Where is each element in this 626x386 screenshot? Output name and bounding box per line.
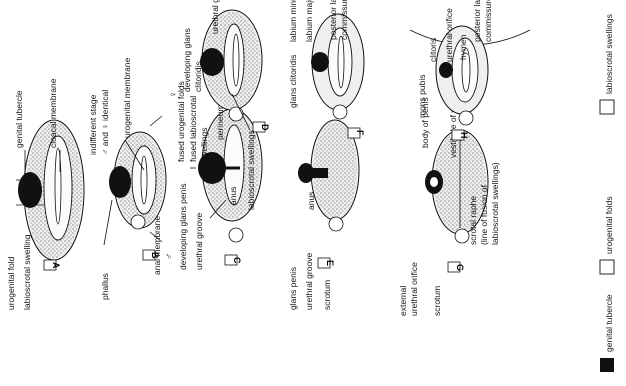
label-perineum: perineum (215, 105, 225, 140)
label-fused-labioscrotal: fused labioscrotal (188, 96, 198, 162)
label-urogenital-membrane: urogenital membrane (122, 57, 132, 138)
label-urethral-orifice-g: urethral orifice (409, 262, 419, 316)
panel-h-letter: H (459, 132, 469, 139)
panel-a: A genital tubercle cloacal membrane urog… (6, 78, 110, 310)
label-phallus: phallus (100, 273, 110, 300)
legend-labioscrotal-swellings-swatch (600, 100, 614, 114)
label-labium-majus: labium majus (304, 0, 314, 42)
legend-genital-tubercle-swatch (600, 358, 614, 372)
label-commissure-h: commissure (483, 0, 493, 42)
panel-g: G body of penis external urethral orific… (398, 87, 500, 316)
label-scrotum-e: scrotum (322, 280, 332, 310)
panel-c-letter: C (232, 257, 242, 264)
panel-e-letter: E (325, 260, 335, 266)
label-urethral-orifice-h: urethral orifice (444, 8, 454, 62)
panel-g-letter: G (455, 264, 465, 271)
label-posterior-labial-h: posterior labial (472, 0, 482, 42)
label-urogenital-fold: urogenital fold (6, 256, 16, 310)
label-developing-glans: developing glans (182, 28, 192, 92)
label-labioscrotal-swellings-d: labioscrotal swellings (246, 130, 256, 210)
label-line-of-fusion: (line of fusion of (479, 184, 489, 245)
legend-labioscrotal-swellings: labioscrotal swellings (604, 14, 614, 94)
legend-genital-tubercle: genital tubercle (604, 294, 614, 352)
label-clitoridis-d: clitoridis (193, 61, 203, 92)
legend: genital tubercle urogenital folds labios… (600, 14, 614, 372)
label-commissure-f: commissure (339, 0, 349, 40)
panel-e: E anus glans penis urethral groove scrot… (288, 120, 359, 310)
phallus-b (109, 166, 131, 198)
label-urethral-groove-e: urethral groove (304, 253, 314, 310)
label-mons-pubis: mons pubis (417, 75, 427, 118)
female-symbol-d: ♀ (168, 91, 179, 98)
label-indifferent-stage: indifferent stage (88, 94, 98, 155)
legend-urogenital-folds: urogenital folds (604, 196, 614, 254)
label-developing-glans-penis: developing glans penis (178, 184, 188, 270)
label-swellings: swellings (199, 128, 209, 163)
label-glans-penis: glans penis (288, 267, 298, 310)
label-urethral-groove-c: urethral groove (194, 213, 204, 270)
label-hymen: hymen (458, 34, 468, 60)
label-glans-clitoridis: glans clitoridis (288, 55, 298, 108)
panel-d-letter: D (260, 124, 270, 131)
label-anus-e: anus (306, 192, 316, 210)
label-posterior-labial-f: posterior labial (328, 0, 338, 40)
label-anal-membrane: anal membrane (152, 216, 162, 275)
label-scrotal-raphe: scrotal raphe (468, 196, 478, 245)
legend-urogenital-folds-swatch (600, 260, 614, 274)
label-scrotum-g: scrotum (432, 286, 442, 316)
genital-tubercle-a (18, 172, 42, 208)
label-genital-tubercle: genital tubercle (14, 90, 24, 148)
label-labioscrotal-swelling: labioscrotal swelling (22, 234, 32, 310)
label-clitoris: clitoris (428, 38, 438, 62)
label-anus-c: anus (228, 187, 238, 205)
label-cloacal-membrane: cloacal membrane (48, 78, 58, 148)
panel-f: F glans clitoridis labium minus labium m… (288, 0, 365, 138)
panel-a-letter: A (51, 262, 61, 269)
label-labium-minus: labium minus (288, 0, 298, 42)
label-urethral-groove-d: urethral groove (210, 0, 220, 34)
label-labioscrotal-swellings-g: labioscrotal swellings) (490, 162, 500, 245)
label-identical: ♂ and ♀ identical (100, 90, 110, 155)
male-symbol-c: ♂ (164, 253, 175, 260)
panel-f-letter: F (355, 130, 365, 136)
label-external: external (398, 286, 408, 316)
